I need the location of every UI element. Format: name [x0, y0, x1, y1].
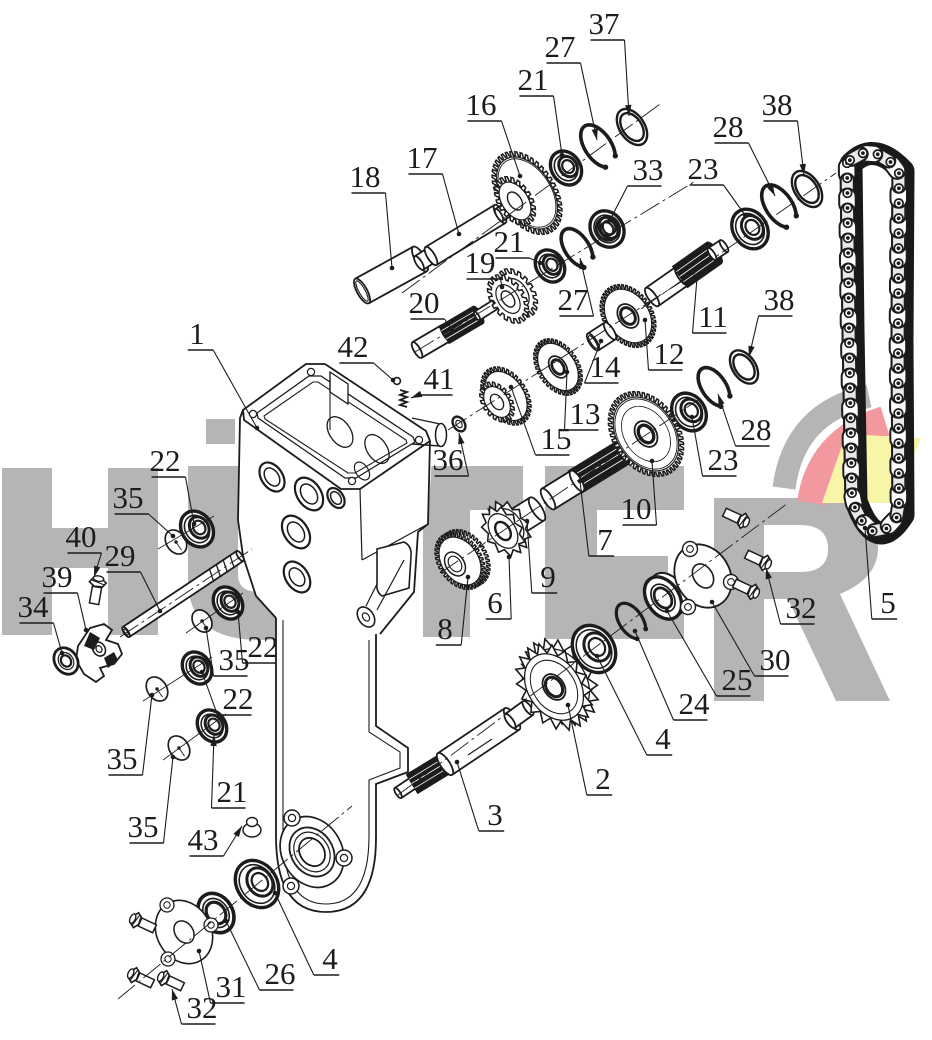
svg-text:21: 21	[217, 774, 248, 809]
svg-text:6: 6	[487, 585, 503, 620]
svg-text:29: 29	[105, 538, 136, 573]
svg-text:26: 26	[265, 956, 296, 991]
svg-text:30: 30	[760, 642, 791, 677]
svg-text:41: 41	[424, 361, 455, 396]
svg-text:43: 43	[188, 822, 219, 857]
svg-text:18: 18	[350, 159, 381, 194]
svg-text:32: 32	[786, 590, 817, 625]
svg-text:22: 22	[223, 681, 254, 716]
svg-text:3: 3	[487, 797, 503, 832]
svg-text:28: 28	[741, 412, 772, 447]
svg-text:4: 4	[322, 941, 338, 976]
svg-text:37: 37	[589, 6, 620, 41]
svg-text:5: 5	[880, 585, 896, 620]
svg-text:25: 25	[722, 662, 753, 697]
svg-text:22: 22	[248, 629, 279, 664]
svg-text:35: 35	[107, 741, 138, 776]
svg-text:19: 19	[465, 245, 496, 280]
svg-text:27: 27	[545, 29, 576, 64]
svg-text:1: 1	[189, 316, 205, 351]
svg-text:35: 35	[219, 642, 250, 677]
svg-text:27: 27	[558, 282, 589, 317]
svg-text:9: 9	[540, 559, 556, 594]
svg-text:24: 24	[679, 686, 711, 721]
svg-text:12: 12	[654, 336, 685, 371]
svg-text:7: 7	[597, 522, 613, 557]
svg-text:34: 34	[18, 589, 50, 624]
svg-text:16: 16	[466, 87, 497, 122]
svg-text:20: 20	[409, 285, 440, 320]
svg-text:40: 40	[66, 519, 97, 554]
svg-text:11: 11	[698, 299, 728, 334]
svg-text:21: 21	[494, 224, 525, 259]
svg-text:14: 14	[590, 349, 622, 384]
svg-text:15: 15	[541, 421, 572, 456]
svg-text:38: 38	[764, 282, 795, 317]
svg-text:36: 36	[433, 442, 464, 477]
svg-text:42: 42	[338, 329, 369, 364]
svg-text:32: 32	[187, 990, 218, 1025]
svg-text:10: 10	[621, 491, 652, 526]
svg-text:35: 35	[113, 480, 144, 515]
svg-text:22: 22	[150, 443, 181, 478]
svg-text:2: 2	[595, 761, 611, 796]
svg-text:38: 38	[762, 87, 793, 122]
svg-text:23: 23	[708, 442, 739, 477]
svg-text:39: 39	[42, 559, 73, 594]
svg-text:31: 31	[216, 969, 247, 1004]
svg-text:33: 33	[633, 152, 664, 187]
svg-text:35: 35	[128, 809, 159, 844]
svg-text:28: 28	[713, 109, 744, 144]
svg-text:21: 21	[518, 62, 549, 97]
svg-text:4: 4	[655, 721, 671, 756]
svg-text:13: 13	[570, 396, 601, 431]
svg-text:8: 8	[437, 611, 453, 646]
svg-text:17: 17	[407, 140, 438, 175]
svg-text:23: 23	[688, 151, 719, 186]
